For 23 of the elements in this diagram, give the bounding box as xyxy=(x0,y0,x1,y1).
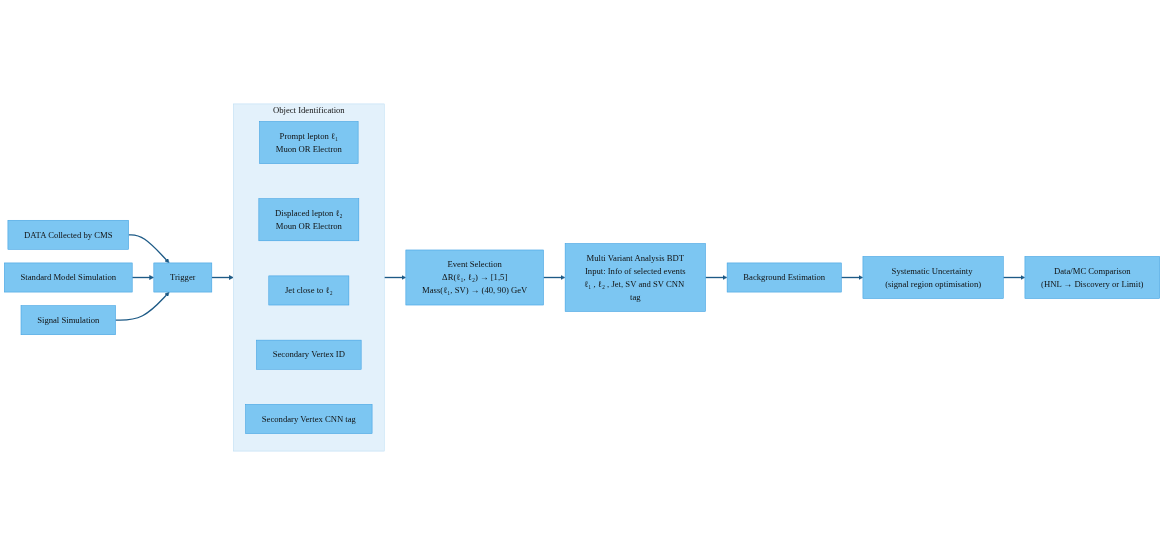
arrow xyxy=(383,275,407,280)
arrow xyxy=(542,275,566,280)
arrow xyxy=(127,234,170,264)
node-box: Multi Variant Analysis BDT Input: Info of selected events ℓ₁ , ℓ₂ , Jet, SV and SV CNN tag xyxy=(564,243,706,312)
node-box: Secondary Vertex ID xyxy=(256,339,362,370)
node-box: Secondary Vertex CNN tag xyxy=(245,404,373,434)
node-box: Jet close to ℓ₂ xyxy=(268,275,350,306)
arrow xyxy=(131,275,155,280)
arrow xyxy=(840,275,864,280)
node-box: Background Estimation xyxy=(726,262,842,293)
arrow xyxy=(1002,275,1026,280)
arrow xyxy=(211,275,234,280)
node-box: Data/MC Comparison (HNL → Discovery or Limit) xyxy=(1024,256,1160,299)
arrow xyxy=(704,275,728,280)
node-box: Displaced lepton ℓ₂ Moun OR Electron xyxy=(258,198,360,242)
arrow xyxy=(114,291,170,321)
node-box: Prompt lepton ℓ₁ Muon OR Electron xyxy=(259,121,359,164)
node-box: DATA Collected by CMS xyxy=(7,220,129,250)
node-box: Signal Simulation xyxy=(20,305,116,335)
node-box: Trigger xyxy=(153,262,213,293)
node-box: Event Selection ΔR(ℓ₁, ℓ₂) → [1,5] Mass(ℓ₁, SV) → (40, 90) GeV xyxy=(405,249,544,306)
node-box: Systematic Uncertainty (signal region optimisation) xyxy=(862,256,1004,299)
node-box: Standard Model Simulation xyxy=(4,262,133,293)
